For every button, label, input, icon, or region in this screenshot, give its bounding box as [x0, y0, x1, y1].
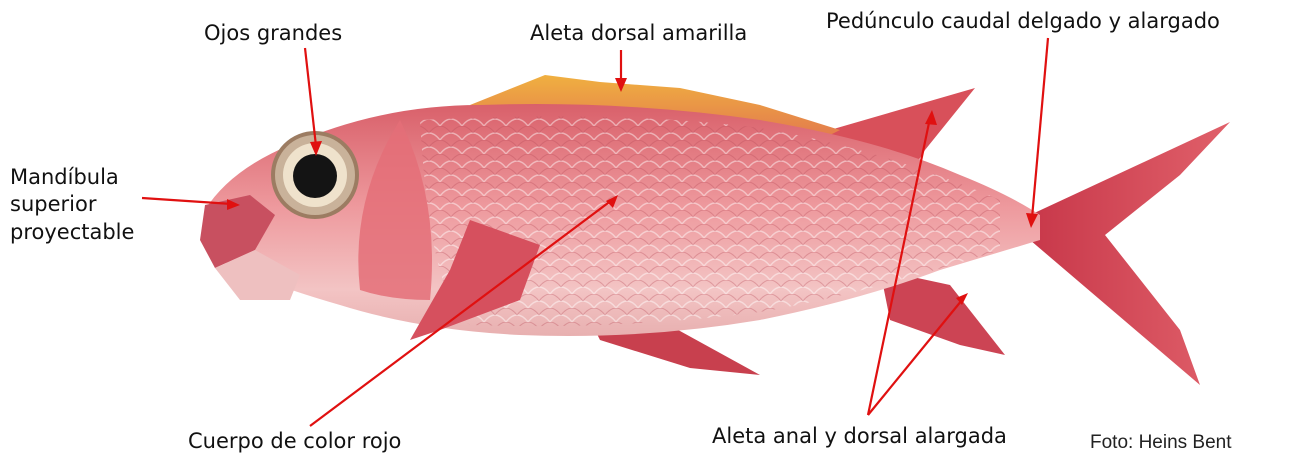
label-aleta-anal: Aleta anal y dorsal alargada	[712, 423, 1007, 449]
label-mandibula-line-3: proyectable	[10, 219, 180, 246]
label-mandibula: Mandíbula superior proyectable	[10, 164, 180, 246]
label-aleta-dorsal: Aleta dorsal amarilla	[530, 20, 747, 46]
label-mandibula-line-2: superior	[10, 191, 180, 218]
photo-credit: Foto: Heins Bent	[1090, 432, 1232, 454]
caudal-fin	[1030, 122, 1230, 385]
label-cuerpo-rojo: Cuerpo de color rojo	[188, 428, 401, 454]
label-mandibula-line-1: Mandíbula	[10, 164, 180, 191]
label-pedunculo-caudal: Pedúnculo caudal delgado y alargado	[826, 8, 1220, 34]
label-ojos-grandes: Ojos grandes	[204, 20, 342, 46]
arrow-pedunculo	[1032, 38, 1048, 218]
fish-pupil	[293, 154, 337, 198]
